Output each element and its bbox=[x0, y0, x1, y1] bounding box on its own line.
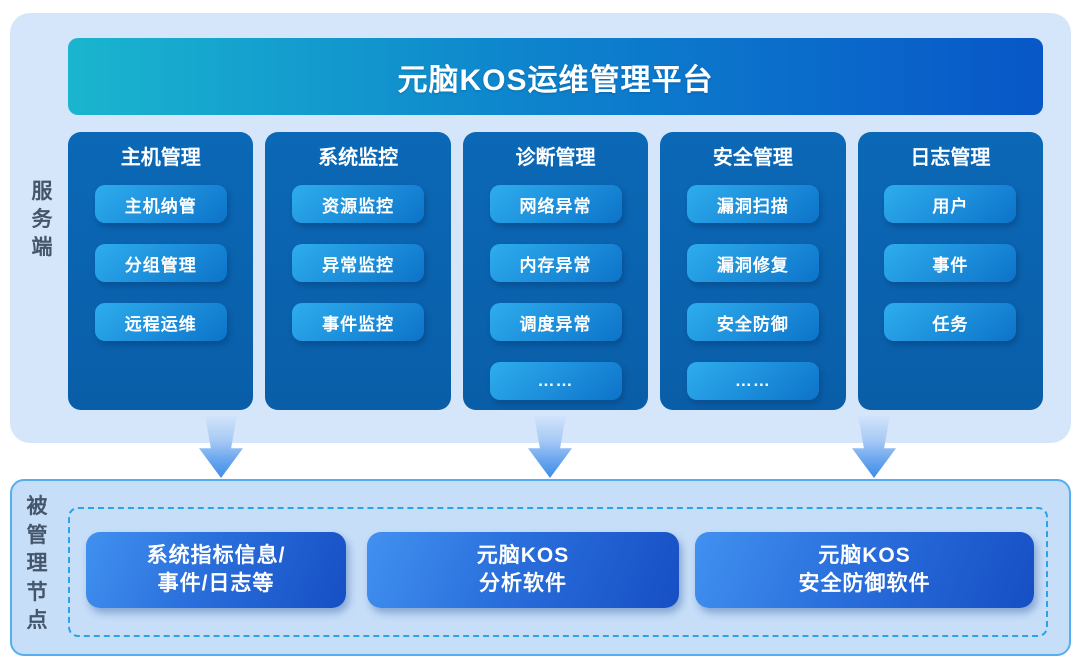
feature-pill: 主机纳管 bbox=[94, 185, 227, 223]
node-label-line: 分析软件 bbox=[479, 572, 567, 595]
feature-pill: 安全防御 bbox=[686, 303, 819, 341]
feature-pill: 漏洞修复 bbox=[686, 244, 819, 282]
feature-pill: 异常监控 bbox=[292, 244, 425, 282]
module-card-log-mgmt: 日志管理 用户 事件 任务 bbox=[857, 132, 1044, 410]
managed-side-label: 被管理节点 bbox=[26, 495, 48, 632]
node-kos-analysis-software: 元脑KOS 分析软件 bbox=[367, 532, 679, 608]
module-columns: 主机管理 主机纳管 分组管理 远程运维 系统监控 资源监控 异常监控 事件监控 … bbox=[68, 132, 1044, 410]
feature-pill: 分组管理 bbox=[94, 244, 227, 282]
node-label-line: 事件/日志等 bbox=[157, 572, 275, 595]
feature-pill: 事件 bbox=[884, 244, 1017, 282]
node-system-metrics: 系统指标信息/ 事件/日志等 bbox=[86, 532, 346, 608]
platform-banner: 元脑KOS运维管理平台 bbox=[68, 38, 1043, 115]
module-card-diagnosis-mgmt: 诊断管理 网络异常 内存异常 调度异常 …… bbox=[462, 132, 649, 410]
feature-pill: 事件监控 bbox=[292, 303, 425, 341]
module-card-host-mgmt: 主机管理 主机纳管 分组管理 远程运维 bbox=[68, 132, 254, 410]
feature-pill: 网络异常 bbox=[489, 185, 622, 223]
module-card-security-mgmt: 安全管理 漏洞扫描 漏洞修复 安全防御 …… bbox=[660, 132, 846, 410]
feature-pill: 资源监控 bbox=[292, 185, 425, 223]
module-title: 主机管理 bbox=[120, 147, 201, 169]
module-title: 系统监控 bbox=[318, 147, 399, 169]
feature-pill: 远程运维 bbox=[94, 303, 227, 341]
managed-nodes-panel: 被管理节点 系统指标信息/ 事件/日志等 元脑KOS 分析软件 元脑KOS 安全… bbox=[10, 479, 1071, 656]
platform-title: 元脑KOS运维管理平台 bbox=[397, 63, 714, 97]
node-label-line: 安全防御软件 bbox=[798, 572, 931, 595]
node-label-line: 系统指标信息/ bbox=[146, 544, 286, 567]
server-panel: 服务端 元脑KOS运维管理平台 主机管理 主机纳管 分组管理 远程运维 系统监控… bbox=[10, 13, 1071, 443]
server-side-label: 服务端 bbox=[31, 180, 53, 259]
module-card-system-monitor: 系统监控 资源监控 异常监控 事件监控 bbox=[265, 132, 451, 410]
feature-pill: 漏洞扫描 bbox=[686, 185, 819, 223]
module-title: 日志管理 bbox=[910, 147, 991, 169]
feature-pill: 内存异常 bbox=[489, 244, 622, 282]
managed-nodes-group: 系统指标信息/ 事件/日志等 元脑KOS 分析软件 元脑KOS 安全防御软件 bbox=[68, 507, 1048, 637]
feature-pill: 调度异常 bbox=[489, 303, 622, 341]
module-title: 安全管理 bbox=[712, 147, 793, 169]
node-label-line: 元脑KOS bbox=[818, 544, 911, 567]
module-title: 诊断管理 bbox=[515, 147, 596, 169]
node-label-line: 元脑KOS bbox=[476, 544, 570, 567]
feature-pill: 任务 bbox=[884, 303, 1017, 341]
feature-pill: 用户 bbox=[884, 185, 1017, 223]
node-kos-security-software: 元脑KOS 安全防御软件 bbox=[695, 532, 1034, 608]
feature-pill-ellipsis: …… bbox=[686, 362, 819, 400]
feature-pill-ellipsis: …… bbox=[489, 362, 622, 400]
